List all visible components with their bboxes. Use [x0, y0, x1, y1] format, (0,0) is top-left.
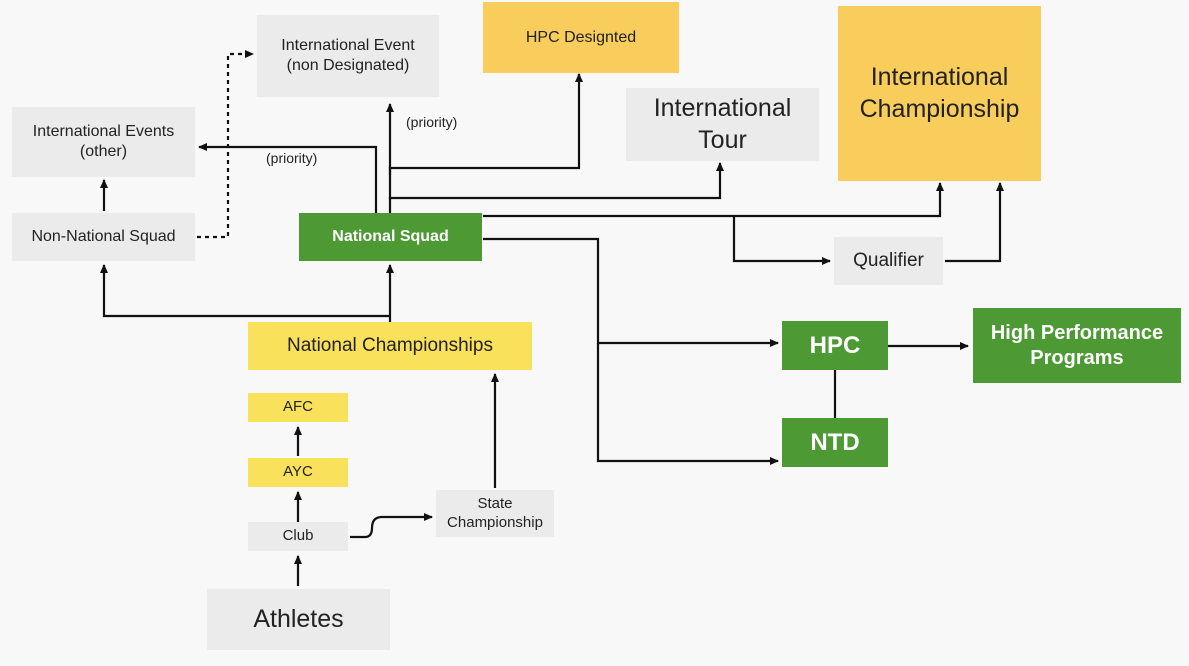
node-national-squad: National Squad — [299, 213, 482, 261]
node-label: AYC — [283, 463, 313, 481]
node-label: AFC — [283, 398, 313, 416]
node-label: HPC Designted — [525, 28, 637, 46]
node-label: State Championship — [447, 494, 543, 531]
node-qualifier: Qualifier — [834, 237, 943, 285]
edge-nationals-non-national-squad — [100, 264, 390, 318]
node-label: NTD — [810, 428, 860, 456]
edge-club-state — [350, 513, 433, 539]
node-international-tour: International Tour — [626, 88, 819, 161]
node-label: International Event (non Designated) — [281, 37, 415, 74]
node-international-events-other: International Events (other) — [12, 107, 195, 177]
node-ntd: NTD — [782, 418, 888, 467]
edge-label-priority-left: (priority) — [266, 150, 318, 166]
node-hpc-designated: HPC Designted — [483, 2, 679, 73]
edge-nat-hpc-designated — [388, 73, 583, 175]
node-label: Qualifier — [853, 250, 924, 272]
edge-nonnat-intl-nondesig — [197, 50, 254, 239]
node-label: High Performance Programs — [990, 321, 1164, 369]
edge-qualifier-intl-champ — [945, 182, 1004, 263]
node-label: International Tour — [653, 94, 792, 154]
edge-nat-qualifier — [732, 216, 831, 265]
node-national-championships: National Championships — [248, 322, 532, 370]
node-club: Club — [248, 522, 348, 551]
node-international-championship: International Championship — [838, 6, 1041, 181]
edge-label-priority-up: (priority) — [406, 114, 458, 130]
node-label: Non-National Squad — [31, 228, 176, 245]
edge-nat-hpc — [483, 237, 779, 347]
node-label: International Events (other) — [32, 123, 175, 160]
node-label: Club — [282, 527, 314, 545]
node-label: HPC — [809, 331, 861, 359]
node-afc: AFC — [248, 393, 348, 422]
edge-nat-intl-other — [198, 143, 378, 213]
node-ayc: AYC — [248, 458, 348, 487]
node-high-performance-programs: High Performance Programs — [973, 308, 1181, 383]
node-state-championship: State Championship — [436, 490, 554, 537]
edge-nat-intl-tour — [388, 162, 724, 200]
node-international-event-non-designated: International Event (non Designated) — [257, 15, 439, 97]
node-label: National Championships — [287, 335, 493, 357]
node-label: National Squad — [332, 228, 449, 245]
node-non-national-squad: Non-National Squad — [12, 213, 195, 261]
edge-nat-ntd — [596, 343, 779, 465]
node-label: Athletes — [253, 604, 344, 633]
node-athletes: Athletes — [207, 589, 390, 650]
node-label: International Championship — [859, 63, 1020, 123]
node-hpc: HPC — [782, 321, 888, 370]
edge-nat-intl-champ — [483, 182, 944, 218]
